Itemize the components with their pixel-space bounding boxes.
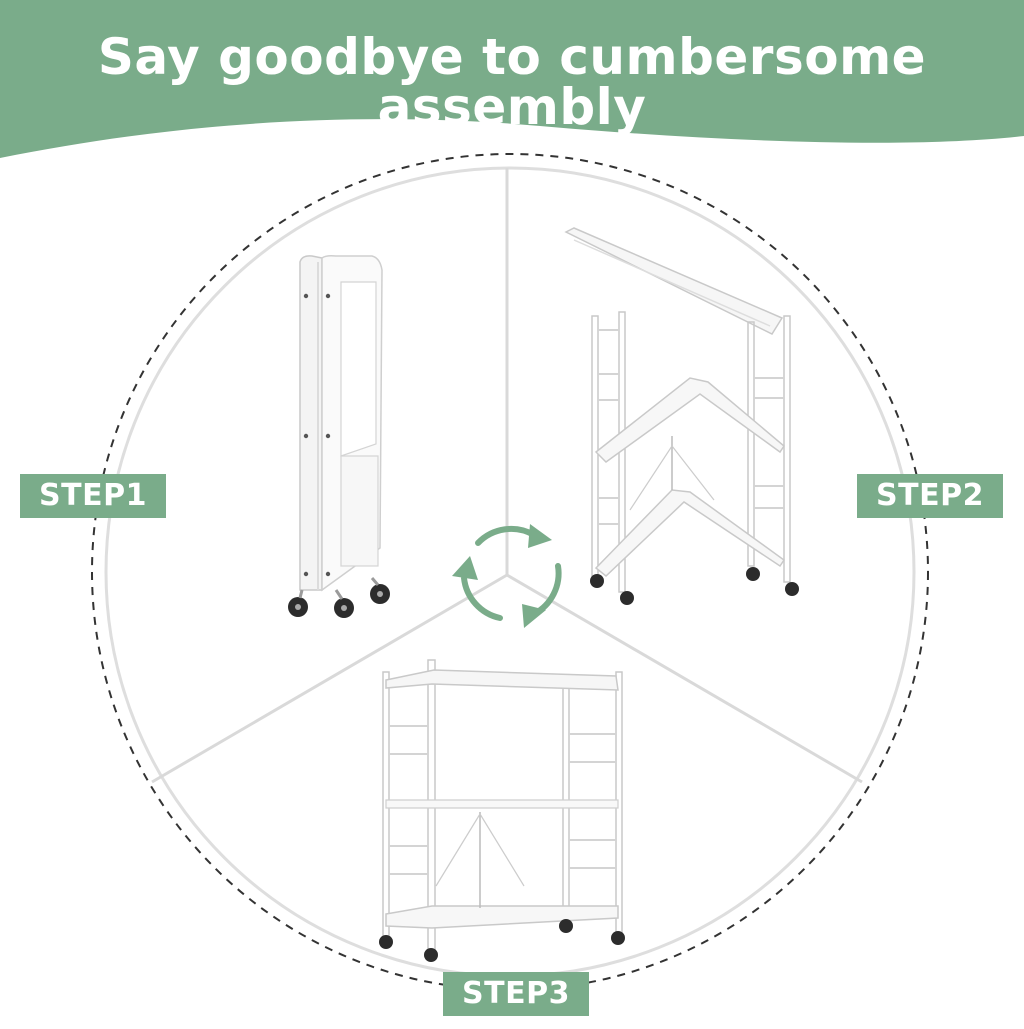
unfolding-shelf-rack	[564, 227, 799, 605]
dashed-circle	[91, 153, 929, 991]
step3-label: STEP3	[443, 972, 589, 1016]
folded-shelf-rack	[288, 255, 390, 618]
banner-background	[0, 0, 1024, 158]
step2-label: STEP2	[857, 474, 1003, 518]
inner-circle	[104, 166, 916, 978]
sector-dividers	[151, 168, 863, 784]
banner-title: Say goodbye to cumbersome assembly	[97, 28, 927, 136]
assembled-shelf-rack	[379, 659, 625, 962]
cycle-arrowheads	[452, 524, 552, 628]
step1-label: STEP1	[20, 474, 166, 518]
